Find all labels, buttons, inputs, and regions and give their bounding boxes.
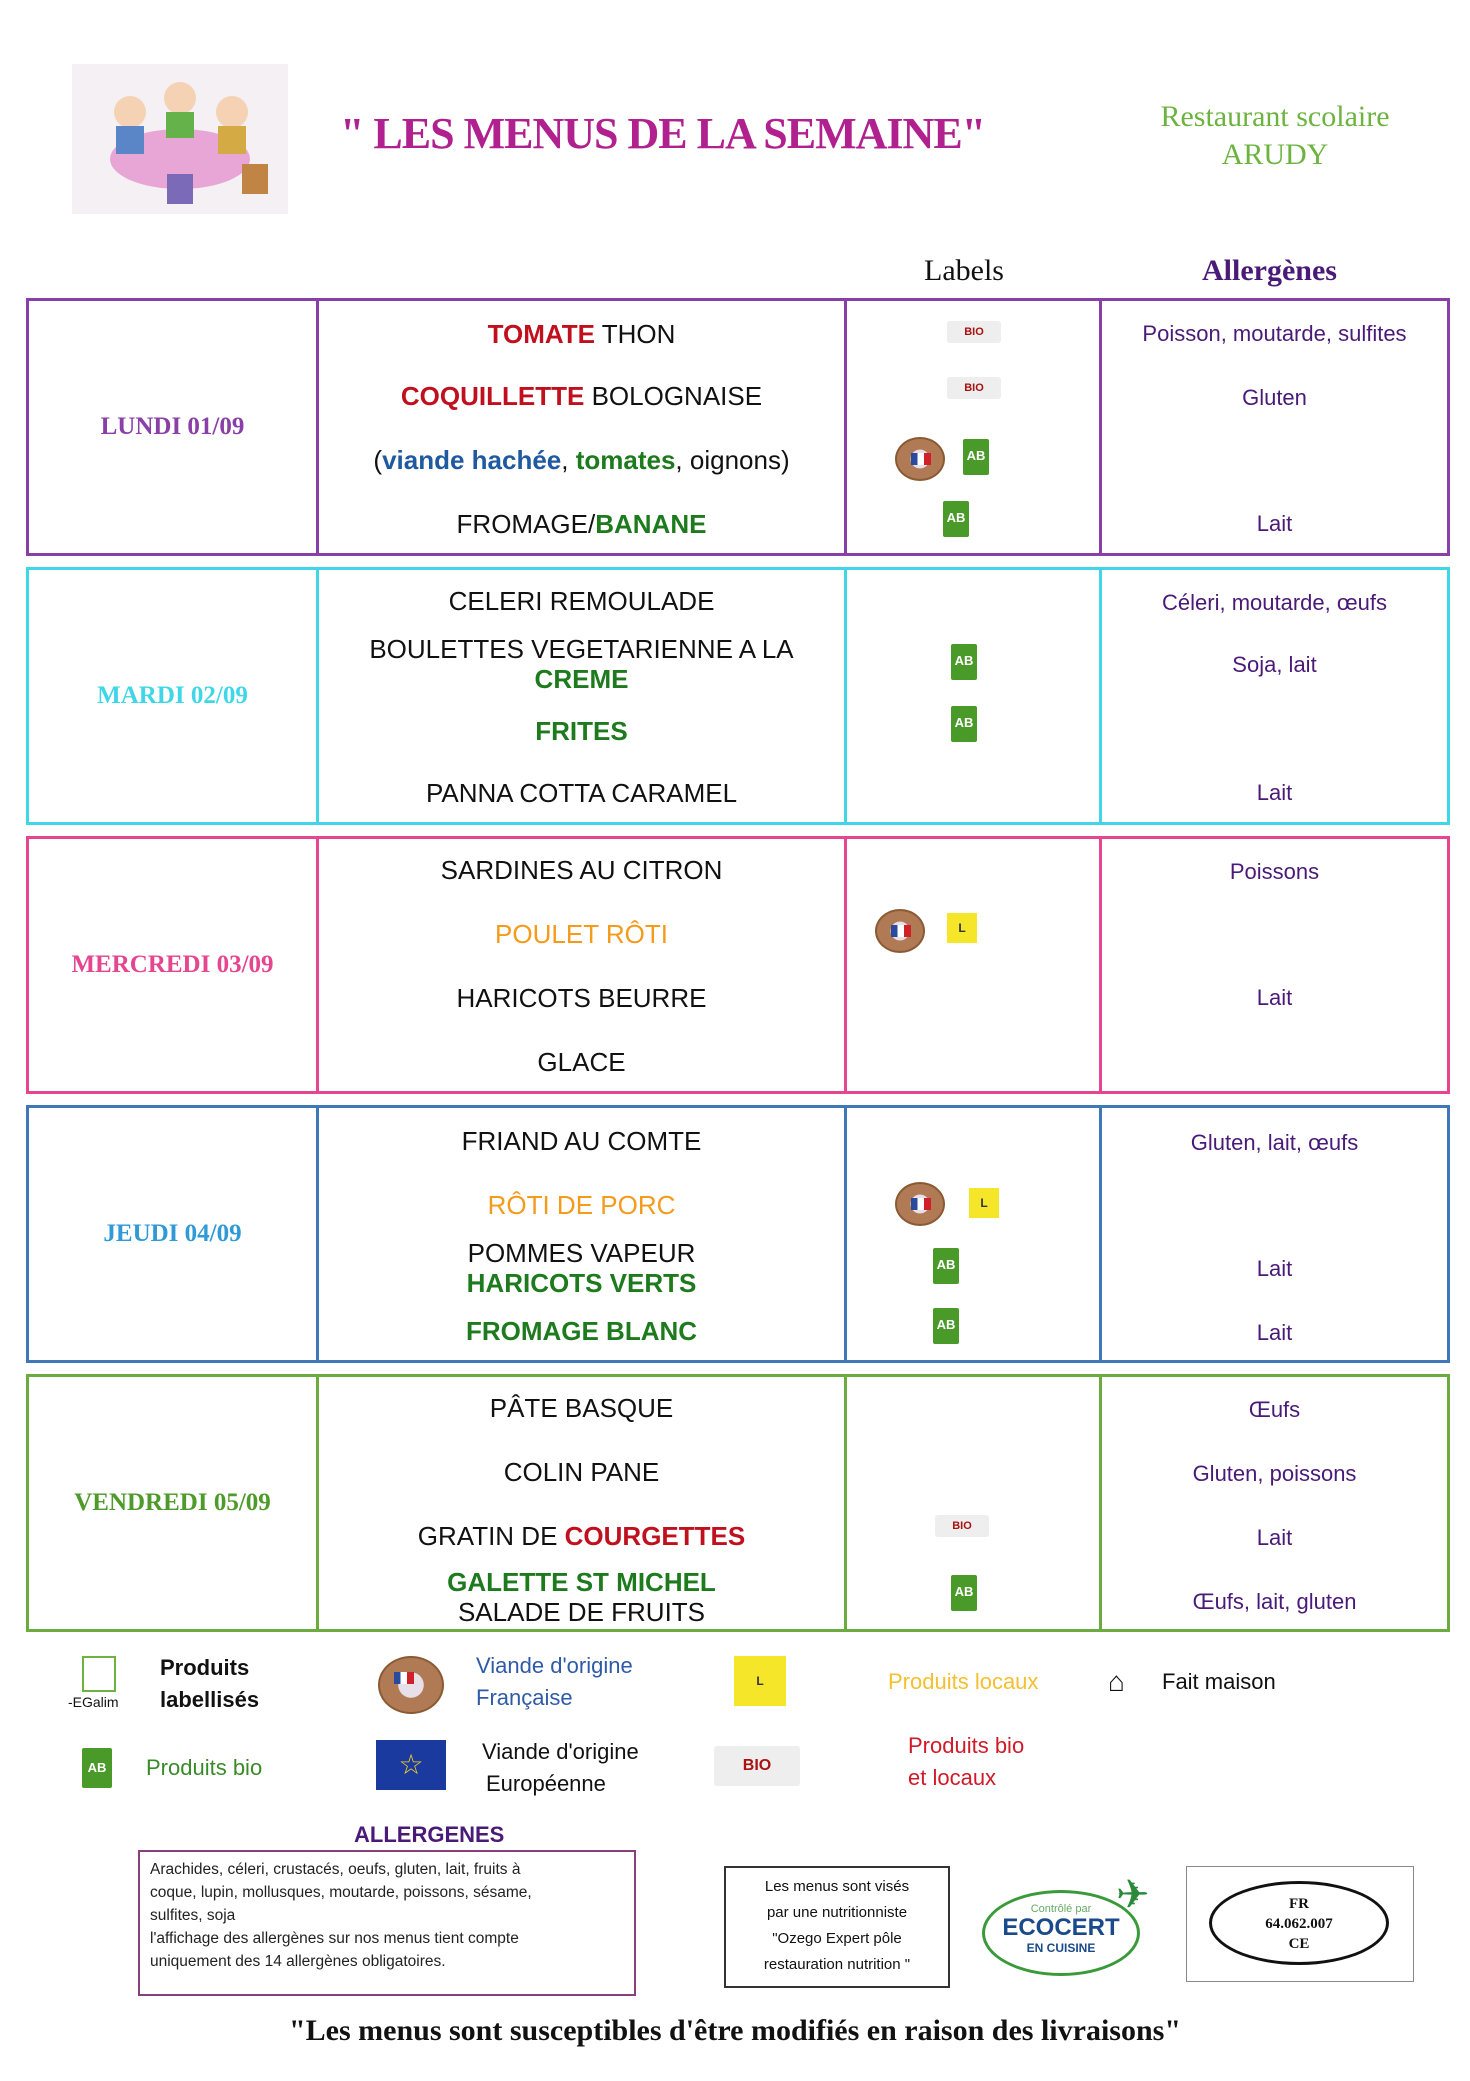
allergens-header: Allergènes: [1202, 254, 1337, 287]
ab-bio-icon: AB: [933, 1248, 959, 1284]
day-row-mardi: MARDI 02/09 CELERI REMOULADE BOULETTES V…: [26, 567, 1450, 825]
dish: POULET RÔTI: [495, 919, 668, 949]
labels-header: Labels: [924, 254, 1004, 287]
viande-francaise-icon: [378, 1656, 444, 1714]
dishes-cell: FRIAND AU COMTE RÔTI DE PORC POMMES VAPE…: [319, 1108, 847, 1360]
dish: COLIN PANE: [503, 1457, 660, 1487]
restaurant-name: Restaurant scolaire ARUDY: [1160, 100, 1390, 171]
allergens-box: Arachides, céleri, crustacés, oeufs, glu…: [138, 1850, 636, 1996]
day-row-vendredi: VENDREDI 05/09 PÂTE BASQUE COLIN PANE GR…: [26, 1374, 1450, 1632]
allergens-cell: Céleri, moutarde, œufs Soja, lait Lait: [1162, 590, 1387, 805]
dish: PÂTE BASQUE: [489, 1393, 674, 1423]
dish: FROMAGE BLANC: [465, 1316, 698, 1346]
dish: FROMAGE/BANANE: [456, 509, 707, 539]
dishes-cell: SARDINES AU CITRON POULET RÔTI HARICOTS …: [319, 839, 847, 1091]
children-eating-illustration: [72, 64, 288, 214]
legend-fait-maison: Fait maison: [1162, 1669, 1276, 1694]
dish: GRATIN DE COURGETTES: [417, 1521, 746, 1551]
dish: (viande hachée, tomates, oignons): [373, 445, 790, 475]
day-name: LUNDI 01/09: [29, 301, 319, 553]
local-product-icon: L: [969, 1188, 999, 1218]
dishes-cell: TOMATE THON COQUILLETTE BOLOGNAISE (vian…: [319, 301, 847, 553]
viande-francaise-icon: [895, 437, 945, 481]
day-name: MERCREDI 03/09: [29, 839, 319, 1091]
local-product-icon: L: [734, 1656, 786, 1706]
legend-bio: Produits bio: [146, 1755, 263, 1780]
allergens-cell: Gluten, lait, œufs Lait Lait: [1190, 1130, 1359, 1345]
dish: CELERI REMOULADE: [448, 586, 715, 616]
dish: TOMATE THON: [487, 319, 676, 349]
allergens-title: ALLERGENES: [354, 1822, 505, 1847]
dish: GLACE: [537, 1047, 626, 1077]
ab-bio-icon: AB: [951, 706, 977, 742]
labels-cell: BIO AB: [847, 1377, 1102, 1629]
day-row-jeudi: JEUDI 04/09 FRIAND AU COMTE RÔTI DE PORC…: [26, 1105, 1450, 1363]
dish: HARICOTS BEURRE: [456, 983, 707, 1013]
ab-bio-icon: AB: [951, 1575, 977, 1611]
house-icon: ⌂: [1108, 1666, 1125, 1697]
legend-locaux: Produits locaux: [888, 1669, 1039, 1694]
local-product-icon: L: [947, 913, 977, 943]
allergens-cell: Poissons Lait: [1229, 859, 1320, 1010]
egalim-label: -EGalim: [68, 1694, 119, 1710]
ab-bio-icon: AB: [933, 1308, 959, 1344]
allergens-cell: Œufs Gluten, poissons Lait Œufs, lait, g…: [1192, 1397, 1357, 1614]
page-title: " LES MENUS DE LA SEMAINE": [340, 109, 986, 158]
dish: PANNA COTTA CARAMEL: [425, 778, 738, 808]
allergens-cell: Poisson, moutarde, sulfites Gluten Lait: [1142, 321, 1407, 536]
labels-cell: L AB AB: [847, 1108, 1102, 1360]
dish: FRIAND AU COMTE: [461, 1126, 702, 1156]
day-name: JEUDI 04/09: [29, 1108, 319, 1360]
day-name: VENDREDI 05/09: [29, 1377, 319, 1629]
day-name: MARDI 02/09: [29, 570, 319, 822]
footer-note: "Les menus sont susceptibles d'être modi…: [289, 2014, 1181, 2047]
dishes-cell: PÂTE BASQUE COLIN PANE GRATIN DE COURGET…: [319, 1377, 847, 1629]
bio-local-icon: BIO: [947, 377, 1001, 399]
bio-local-icon: BIO: [935, 1515, 989, 1537]
eu-flag-icon: ☆: [376, 1740, 446, 1790]
day-row-lundi: LUNDI 01/09 TOMATE THON COQUILLETTE BOLO…: [26, 298, 1450, 556]
labels-cell: AB AB: [847, 570, 1102, 822]
ecocert-bird-icon: ✈: [1116, 1873, 1150, 1917]
ab-bio-icon: AB: [82, 1748, 112, 1788]
egalim-icon: [82, 1656, 116, 1692]
labels-cell: L: [847, 839, 1102, 1091]
bio-local-icon: BIO: [714, 1746, 800, 1786]
dish: FRITES: [535, 716, 628, 746]
dish: RÔTI DE PORC: [487, 1190, 676, 1220]
ab-bio-icon: AB: [951, 644, 977, 680]
labels-cell: BIO BIO AB AB: [847, 301, 1102, 553]
bio-local-icon: BIO: [947, 321, 1001, 343]
viande-francaise-icon: [875, 909, 925, 953]
dish: COQUILLETTE BOLOGNAISE: [400, 381, 763, 411]
dish: SARDINES AU CITRON: [440, 855, 723, 885]
ab-bio-icon: AB: [963, 439, 989, 475]
day-row-mercredi: MERCREDI 03/09 SARDINES AU CITRON POULET…: [26, 836, 1450, 1094]
ecocert-logo: Contrôlé par ECOCERT EN CUISINE: [982, 1890, 1140, 1976]
dishes-cell: CELERI REMOULADE BOULETTES VEGETARIENNE …: [319, 570, 847, 822]
viande-francaise-icon: [895, 1182, 945, 1226]
ab-bio-icon: AB: [943, 501, 969, 537]
